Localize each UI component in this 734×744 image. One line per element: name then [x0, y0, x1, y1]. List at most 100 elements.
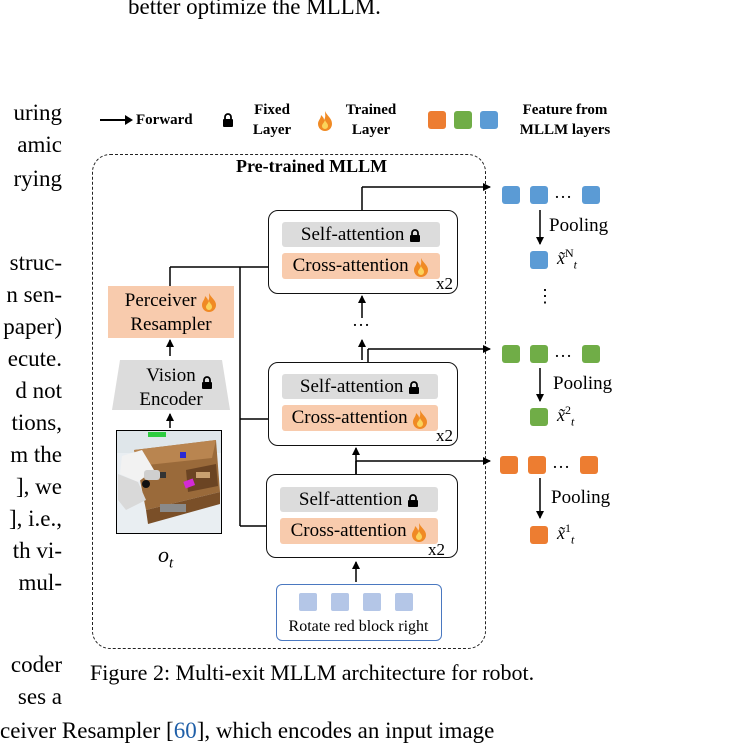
pooled-feature-label: x̃1t [557, 521, 574, 548]
pooled-feature-token [530, 526, 548, 544]
left-fragment: m the [10, 442, 62, 467]
feature-symbol: x̃ [557, 405, 565, 425]
mllm-title: Pre-trained MLLM [236, 156, 388, 176]
lock-icon [408, 494, 419, 508]
layer-ellipsis: … [352, 310, 370, 330]
pooling-label: Pooling [553, 373, 613, 394]
text-token [299, 593, 317, 611]
layer-repeat-label: x2 [428, 540, 445, 559]
bottom-text-suffix: ], which encodes an input image [196, 718, 495, 743]
lock-icon [409, 381, 420, 395]
feature-token [500, 456, 518, 474]
fire-icon [318, 111, 332, 131]
feature-token [502, 186, 520, 204]
cross-attention-block: Cross-attention [282, 405, 438, 431]
instruction-text: Rotate red block right [288, 618, 429, 635]
feature-token [582, 345, 600, 363]
self-attention-block: Self-attention [280, 487, 438, 512]
cross-attention-block: Cross-attention [282, 253, 440, 279]
left-fragment: mul- [18, 570, 62, 595]
legend-feature-line2: MLLM layers [519, 122, 611, 138]
pooled-feature-label: x̃Nt [557, 246, 577, 273]
feature-superscript: N [565, 246, 574, 260]
figure-caption: Figure 2: Multi-exit MLLM architecture f… [90, 660, 535, 685]
feature-superscript: 2 [565, 403, 571, 417]
left-fragment: ], we [16, 474, 62, 499]
text-token [395, 593, 413, 611]
perceiver-line2: Resampler [130, 314, 212, 335]
pooled-feature-token [530, 408, 548, 426]
self-attention-label: Self-attention [299, 376, 404, 397]
feature-token [502, 345, 520, 363]
cross-attention-label: Cross-attention [290, 520, 407, 541]
feature-dots: … [554, 182, 572, 202]
cross-attention-block: Cross-attention [280, 518, 438, 544]
left-fragment: struc- [9, 250, 62, 275]
vision-encoder-line2: Encoder [139, 389, 203, 410]
feature-token [530, 186, 548, 204]
legend-blue-square [480, 111, 498, 129]
vision-encoder: Vision Encoder [108, 364, 234, 412]
perceiver-line1: Perceiver [108, 289, 234, 313]
layer-repeat-label: x2 [436, 274, 453, 293]
cross-attention-label: Cross-attention [291, 407, 408, 428]
text-token [363, 593, 381, 611]
observation-subscript: t [169, 555, 174, 572]
fire-icon [412, 522, 427, 542]
robot-observation-image [116, 430, 222, 534]
feature-dots: … [554, 341, 572, 361]
legend-orange-square [428, 111, 446, 129]
legend-forward-label: Forward [136, 112, 193, 128]
left-fragment: paper) [3, 314, 62, 339]
top-text-line: better optimize the MLLM. [128, 0, 381, 19]
pooled-feature-label: x̃2t [557, 403, 574, 430]
pooling-label: Pooling [551, 487, 611, 508]
legend-trained-line2: Layer [351, 122, 391, 138]
perceiver-resampler: Perceiver Resampler [108, 286, 234, 338]
feature-subscript: t [571, 414, 575, 429]
legend-feature-label: Feature from MLLM layers [506, 100, 624, 140]
fire-icon [413, 409, 428, 429]
citation-link[interactable]: 60 [173, 718, 197, 743]
legend-fixed-line1: Fixed [254, 102, 290, 118]
lock-icon [223, 113, 233, 127]
lock-icon [410, 229, 421, 243]
left-fragment: ses a [17, 684, 62, 709]
feature-token [580, 456, 598, 474]
self-attention-block: Self-attention [282, 222, 440, 247]
feature-subscript: t [573, 257, 578, 272]
feature-token [582, 186, 600, 204]
pretrained-mllm-container [92, 154, 486, 649]
fire-icon [202, 292, 217, 312]
vision-encoder-shape [112, 360, 230, 410]
observation-label: ot [158, 542, 173, 572]
left-fragment: rying [13, 166, 62, 191]
feature-dots: … [552, 452, 570, 472]
forward-arrow-icon [100, 115, 133, 125]
legend-green-square [454, 111, 472, 129]
left-fragment: ecute. [7, 346, 62, 371]
feature-vertical-ellipsis: ⋮ [536, 286, 554, 306]
pooled-feature-token [530, 251, 548, 269]
left-fragment: coder [10, 652, 62, 677]
self-attention-label: Self-attention [300, 224, 405, 245]
perceiver-label: Perceiver [124, 290, 197, 311]
legend-fixed-label: Fixed Layer [244, 100, 300, 140]
bottom-text-line: ceiver Resampler [60], which encodes an … [0, 718, 494, 744]
feature-symbol: x̃ [557, 248, 565, 268]
legend-trained-line1: Trained [345, 102, 397, 118]
observation-symbol: o [158, 542, 169, 567]
bottom-text-prefix: ceiver Resampler [ [0, 718, 174, 743]
self-attention-label: Self-attention [298, 489, 403, 510]
feature-token [528, 456, 546, 474]
legend-fixed-line2: Layer [252, 122, 292, 138]
fire-icon [414, 257, 429, 277]
feature-symbol: x̃ [557, 523, 565, 543]
pooling-label: Pooling [549, 215, 609, 236]
self-attention-block: Self-attention [282, 374, 438, 399]
left-fragment: ], i.e., [8, 506, 62, 531]
legend-trained-label: Trained Layer [338, 100, 404, 140]
left-fragment: d not [15, 378, 62, 403]
left-fragment: n sen- [6, 282, 62, 307]
